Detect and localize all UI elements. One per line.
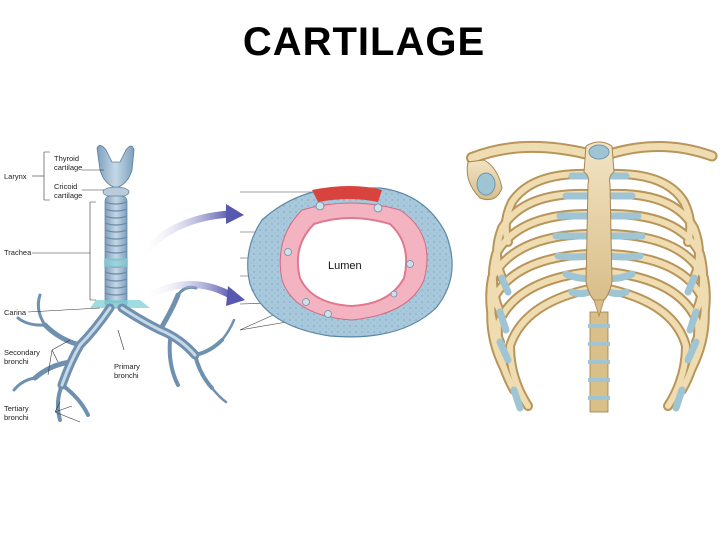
- tertiary-bronchi-label: Tertiary bronchi: [4, 404, 29, 422]
- xiphoid-process: [593, 299, 605, 318]
- airway-illustration: [12, 145, 236, 423]
- cross-section-illustration: [240, 186, 453, 338]
- bronchial-tree-highlight: [60, 306, 197, 387]
- manubrium-cartilage: [588, 144, 610, 160]
- lumen-label: Lumen: [328, 260, 362, 272]
- cricoid-cartilage-label: Cricoid cartilage: [54, 182, 83, 200]
- glands: [284, 201, 414, 318]
- trachea-shape: [104, 195, 128, 309]
- trachea-cross-section: Lumen: [240, 180, 465, 350]
- magnify-arrows: [130, 200, 250, 310]
- thyroid-cartilage-label: Thyroid cartilage: [54, 154, 83, 172]
- sternum: [583, 141, 615, 305]
- leader-lines: [27, 151, 125, 423]
- airway-figure: Larynx Thyroid cartilage Cricoid cartila…: [0, 140, 245, 430]
- vertebral-column: [588, 311, 610, 413]
- shoulder-girdle: [466, 140, 718, 201]
- carina-label: Carina: [4, 308, 27, 317]
- slide-title: CARTILAGE: [242, 20, 486, 64]
- primary-bronchi-label: Primary bronchi: [114, 362, 140, 380]
- secondary-bronchi-label: Secondary bronchi: [4, 348, 40, 366]
- larynx-label: Larynx: [4, 172, 27, 181]
- rib-cage-figure: [462, 132, 724, 422]
- lower-arrow: [142, 281, 234, 302]
- rib-cage-illustration: [466, 140, 718, 413]
- ribs-left: [485, 168, 599, 411]
- trachealis-muscle: [312, 186, 382, 202]
- upper-arrow: [137, 210, 231, 261]
- trachea-label: Trachea: [4, 248, 32, 257]
- ribs-right: [599, 168, 711, 411]
- lumen-space: [296, 217, 408, 308]
- arrow-graphics: [137, 204, 245, 306]
- larynx-shape: [96, 145, 135, 198]
